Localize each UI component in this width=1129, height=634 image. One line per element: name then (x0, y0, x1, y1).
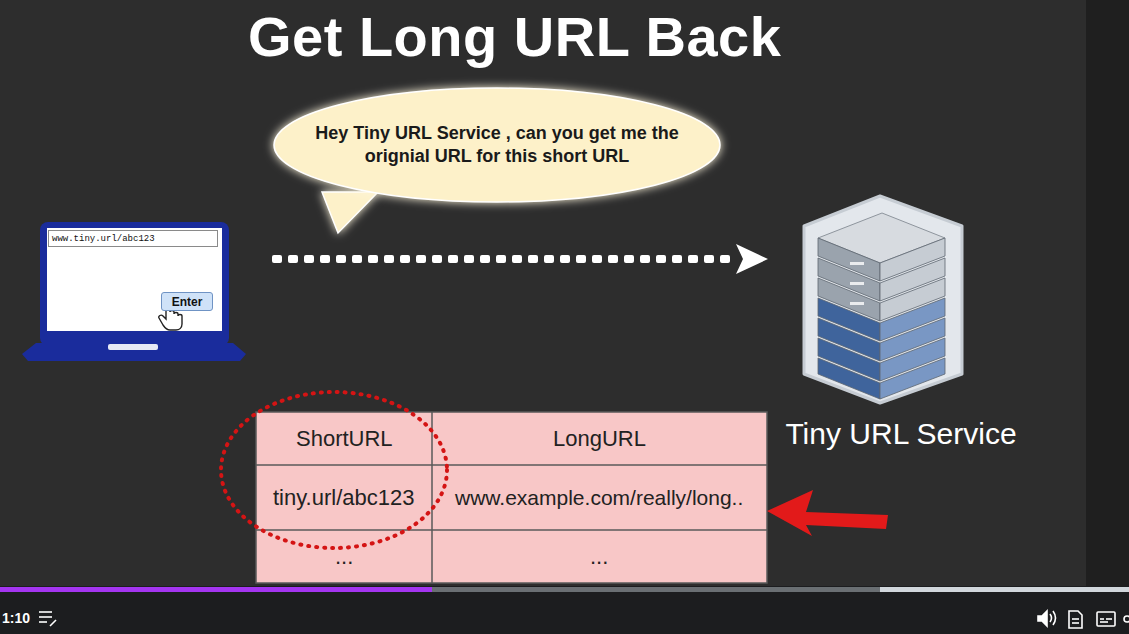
service-label: Tiny URL Service (782, 412, 1020, 456)
bubble-tail (322, 192, 378, 233)
table-cell: tiny.url/abc123 (273, 485, 414, 511)
player-bar (0, 586, 1129, 634)
progress-played (0, 587, 432, 592)
table-header: ShortURL (296, 426, 393, 452)
button-text: Enter (172, 295, 203, 309)
red-pointer-arrow (767, 490, 888, 536)
table-cell: www.example.com/really/long.. (455, 486, 743, 510)
bubble-text: Hey Tiny URL Service , can you get me th… (297, 122, 697, 168)
table-header: LongURL (553, 426, 646, 452)
progress-track (0, 587, 1129, 592)
side-strip (1086, 0, 1129, 586)
url-text: www.tiny.url/abc123 (52, 234, 155, 244)
enter-button: Enter (161, 292, 213, 311)
service-name: Tiny URL Service (785, 417, 1016, 451)
dotted-request-arrow (272, 244, 768, 274)
bubble-outline (272, 86, 722, 204)
table-cell: ... (335, 544, 353, 570)
table-cell: ... (590, 544, 608, 570)
laptop-icon (22, 222, 246, 361)
url-input-box: www.tiny.url/abc123 (48, 230, 218, 247)
highlight-ellipse (221, 392, 447, 548)
url-table (256, 412, 767, 583)
video-timestamp: 1:10 (2, 610, 30, 626)
title-text: Get Long URL Back (248, 4, 781, 69)
player-icons (39, 611, 1129, 628)
progress-buffer (0, 587, 880, 592)
server-icon (804, 196, 962, 403)
speech-bubble: Hey Tiny URL Service , can you get me th… (272, 86, 722, 204)
